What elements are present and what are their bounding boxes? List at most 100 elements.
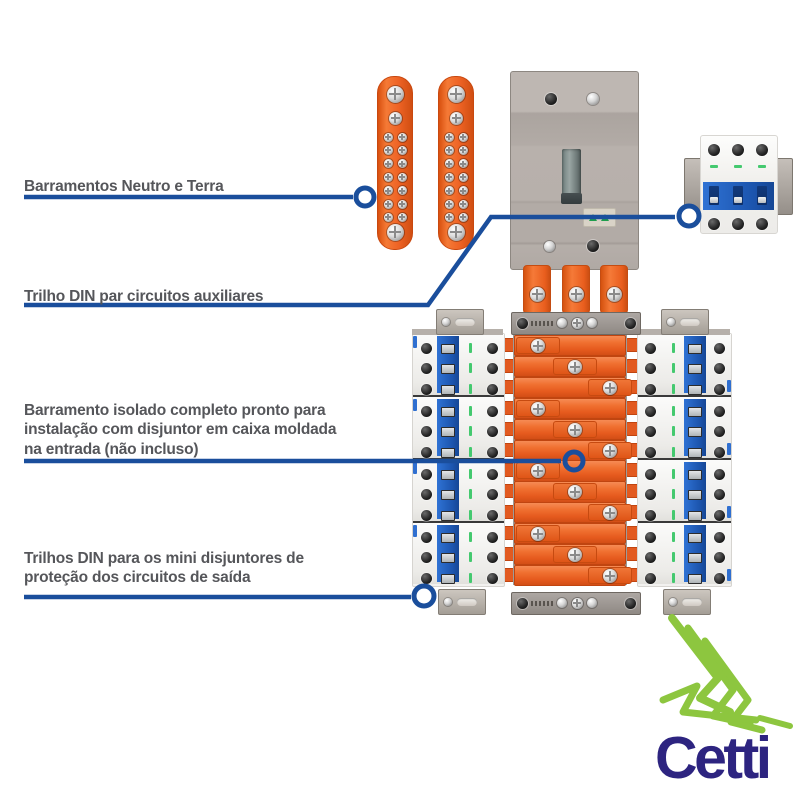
toggle-icon <box>688 511 702 521</box>
screw-icon <box>568 422 582 437</box>
breaker-toggle-strip <box>684 525 706 584</box>
earth-busbar <box>438 76 474 250</box>
black-screw-icon <box>420 488 432 500</box>
busbar-screw-block <box>588 504 632 522</box>
breaker-corner-mark <box>413 399 417 411</box>
screw-icon <box>444 199 454 209</box>
screw-icon <box>458 159 468 169</box>
screw-icon <box>458 212 468 222</box>
mini-breaker-3pole <box>638 523 731 584</box>
screw-icon <box>383 199 393 209</box>
screw-icon <box>444 212 454 222</box>
busbar-row <box>514 460 626 482</box>
green-indicator-icon <box>672 426 675 436</box>
busbar-screw-block <box>553 546 597 563</box>
green-indicator-icon <box>672 532 675 542</box>
busbar-lug <box>562 265 590 314</box>
black-screw-icon <box>624 597 636 609</box>
aux-toggle-band <box>703 182 774 210</box>
black-screw-icon <box>756 144 768 156</box>
black-screw-icon <box>713 551 725 563</box>
busbar-screw-block <box>516 462 560 480</box>
screw-icon <box>571 317 583 329</box>
breaker-corner-mark <box>413 525 417 537</box>
breaker-toggle-strip <box>437 525 459 584</box>
label-line: Barramento isolado completo pronto para <box>24 402 326 419</box>
black-screw-icon <box>420 342 432 354</box>
screw-icon <box>571 597 583 609</box>
screw-icon <box>529 286 545 302</box>
toggle-icon <box>441 553 455 563</box>
green-indicator-icon <box>672 363 675 373</box>
busbar-row <box>514 418 626 440</box>
busbar-screw-block <box>553 420 597 438</box>
label-insulated-busbar-kit: Barramento isolado completo pronto para … <box>24 401 336 459</box>
label-din-rail-aux-circuits: Trilho DIN par circuitos auxiliares <box>24 287 264 306</box>
screw-icon <box>568 548 582 562</box>
toggle-icon <box>441 574 455 584</box>
green-indicator-icon <box>672 552 675 562</box>
black-screw-icon <box>732 218 744 230</box>
busbar-screw-block <box>553 357 597 375</box>
black-screw-icon <box>486 342 498 354</box>
label-line: na entrada (não incluso) <box>24 440 199 458</box>
screw-icon <box>531 527 545 542</box>
toggle-icon <box>441 533 455 543</box>
black-screw-icon <box>713 572 725 584</box>
bar-marking <box>531 601 553 606</box>
black-screw-icon <box>644 362 656 374</box>
black-screw-icon <box>587 240 599 252</box>
black-screw-icon <box>420 572 432 584</box>
label-line: Barramentos Neutro e Terra <box>24 178 224 195</box>
mini-breaker-3pole <box>413 523 504 584</box>
black-screw-icon <box>516 597 528 609</box>
label-line: proteção dos circuitos de saída <box>24 569 251 587</box>
toggle-icon <box>441 364 455 374</box>
din-clip-bottom-left <box>438 589 486 615</box>
black-screw-icon <box>486 383 498 395</box>
toggle-icon <box>441 511 455 521</box>
breaker-toggle-strip <box>684 462 706 521</box>
black-screw-icon <box>644 572 656 584</box>
screw-icon <box>444 159 454 169</box>
screw-icon <box>458 145 468 155</box>
insulated-busbar-stack <box>513 333 632 587</box>
black-screw-icon <box>420 362 432 374</box>
green-indicator-icon <box>469 363 472 373</box>
green-indicator-icon <box>672 573 675 583</box>
pointer-ring-icon <box>353 185 377 209</box>
green-arrow-icon <box>601 214 609 221</box>
label-din-rails-output-breakers: Trilhos DIN para os mini disjuntores de … <box>24 549 304 588</box>
black-screw-icon <box>486 551 498 563</box>
busbar-lug <box>523 265 551 314</box>
breaker-toggle-strip <box>437 462 459 521</box>
bar-marking <box>531 321 553 326</box>
breaker-toggle-strip <box>684 399 706 458</box>
breaker-toggle-strip <box>437 399 459 458</box>
bottom-mounting-bar <box>511 592 641 615</box>
black-screw-icon <box>486 572 498 584</box>
label-line: Trilho DIN par circuitos auxiliares <box>24 288 264 305</box>
black-screw-icon <box>545 93 557 105</box>
black-screw-icon <box>644 425 656 437</box>
screw-icon <box>397 199 407 209</box>
screw-icon <box>383 132 393 142</box>
busbar-screw-block <box>588 566 632 584</box>
black-screw-icon <box>713 468 725 480</box>
mini-breaker-3pole <box>413 397 504 460</box>
black-screw-icon <box>624 317 636 329</box>
screw-icon <box>386 85 404 103</box>
busbar-row <box>514 397 626 419</box>
black-screw-icon <box>708 144 720 156</box>
toggle-icon <box>688 553 702 563</box>
toggle-icon <box>441 344 455 354</box>
toggle-icon <box>688 385 702 395</box>
green-indicator-icon <box>469 426 472 436</box>
black-screw-icon <box>713 509 725 521</box>
black-screw-icon <box>486 488 498 500</box>
screw-icon <box>606 286 622 302</box>
green-indicator-icon <box>469 510 472 520</box>
green-indicator-icon <box>672 447 675 457</box>
busbar-screw-block <box>588 378 632 396</box>
toggle-icon <box>688 344 702 354</box>
